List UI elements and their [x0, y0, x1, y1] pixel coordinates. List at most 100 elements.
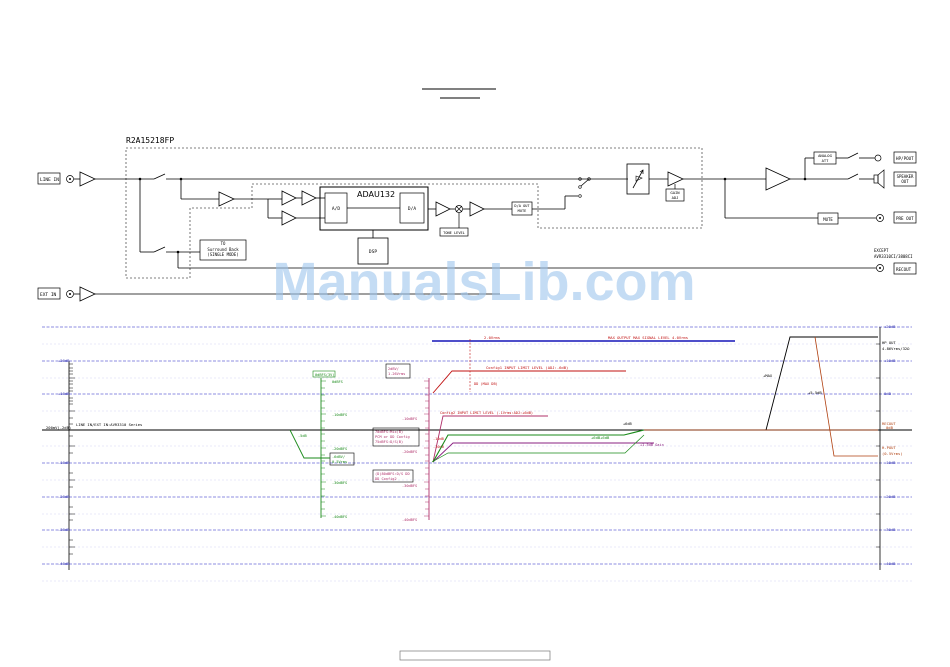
except-line2: AVR3310CI/3808CI	[874, 254, 913, 259]
vol-min: +5.5dB	[808, 390, 822, 395]
hp-note-1: HP OUT	[882, 340, 896, 345]
footer-box	[399, 650, 551, 661]
da-scale-1: -20dBFS	[402, 450, 417, 454]
left-tick-6: -40dB	[58, 561, 70, 566]
tone-level-box	[439, 227, 469, 237]
left-tick-1: +10dB	[58, 391, 70, 396]
post-da-buffer-icon	[435, 201, 451, 217]
post-mix-buffer-icon	[469, 201, 485, 217]
spec-note-2: PCM or DD Config	[375, 435, 410, 439]
pre-out-jack-icon	[876, 214, 884, 222]
da-out-line2: MUTE	[518, 209, 527, 213]
ddplus-note-2: DD Config2	[375, 477, 397, 481]
chip-boundary	[125, 147, 703, 279]
gain-line1: GAIN	[670, 190, 680, 195]
hp-relay-icon	[847, 152, 859, 159]
selector-switch-icon	[580, 178, 590, 187]
sp-line1: SPEAKER	[897, 174, 914, 179]
ad-scale-0: -10dBFS	[332, 413, 347, 417]
da-out-mute-box	[511, 201, 533, 216]
watermark: ManualsLib.com	[272, 252, 695, 312]
gain-adj-box	[665, 188, 685, 202]
pre-out-label: PRE OUT	[896, 216, 914, 221]
pre-note-2: (0.5Vrms)	[882, 451, 903, 456]
gain-line2: ADJ	[672, 195, 679, 200]
tone-mixer-icon	[455, 205, 463, 213]
sub-label: +1.5dB Gain	[640, 443, 664, 447]
amp-c-icon	[301, 190, 317, 206]
right-tick-0: +20dB	[884, 324, 896, 329]
right-tick-2: 0dB	[884, 391, 892, 396]
config2-trace	[432, 415, 548, 463]
max-signal-label: MAX OUTPUT MAX SIGNAL LEVEL 4.0Vrms	[608, 335, 688, 340]
dsp-title: ADAU132	[357, 190, 395, 199]
da-full-2: 1.26Vrms	[388, 372, 405, 376]
pre-note-1: H-POUT	[882, 445, 896, 450]
line-in-buffer-icon	[79, 171, 96, 187]
sp-line2: OUT	[901, 179, 909, 184]
gain-amp-icon	[667, 171, 684, 187]
config1-label: Config1 INPUT LIMIT LEVEL (ADJ:-6dB)	[486, 365, 568, 370]
ddplus-note-1: (D)80dBFS:D/S DD	[375, 472, 410, 476]
left-tick-5: -30dB	[58, 527, 70, 532]
right-tick-4: -20dB	[884, 494, 896, 499]
line-in-note: LINE IN/EXT IN:AVR3310 Series	[76, 422, 142, 427]
surround-back-box	[199, 239, 247, 261]
ad-in-val: -5dB	[298, 434, 307, 438]
input-switch-icon	[153, 173, 166, 180]
da-label: D/A	[408, 206, 416, 212]
right-tick-1: +10dB	[884, 358, 896, 363]
rec-out-jack-icon	[876, 264, 884, 272]
speaker-icon	[873, 174, 879, 184]
ad-scale-2: -30dBFS	[332, 481, 347, 485]
chip-label: R2A15218FP	[126, 136, 174, 145]
hp-out-label: HP/POUT	[896, 156, 914, 161]
ten-db-top: -10dB	[433, 437, 444, 441]
amp-a-icon	[281, 190, 297, 206]
line-in-jack-center	[69, 178, 71, 180]
hp-note-2: 4.86Vrms/32Ω	[882, 346, 910, 351]
ext-in-jack-icon	[66, 290, 74, 298]
ad-scale-3: -40dBFS	[332, 515, 347, 519]
green-lower-trace	[431, 434, 645, 463]
except-line1: EXCEPT	[874, 248, 889, 253]
left-tick-3: -10dB	[58, 460, 70, 465]
da-full-1: 2dBV/	[388, 367, 399, 371]
ten-db-mid: -10dB	[433, 445, 444, 449]
mute-label: MUTE	[823, 217, 833, 222]
speaker-out-box	[893, 171, 917, 187]
att-line2: ATT	[822, 158, 830, 163]
config1-trace	[432, 370, 626, 394]
right-tick-6: -40dB	[884, 561, 896, 566]
ad-in-note-2: 0.5Vrms	[332, 460, 347, 464]
output-trace	[644, 336, 878, 431]
ext-in-buffer-icon	[79, 286, 96, 302]
mute-box	[817, 212, 839, 225]
gain-adj-db: +6dB	[623, 422, 632, 426]
da-output-trace	[432, 442, 654, 463]
left-tick-0: +20dB	[58, 358, 70, 363]
rec-note-1: RECOUT	[882, 421, 896, 426]
dsp-block	[319, 186, 429, 231]
pre-out-box	[893, 211, 917, 224]
power-amp-icon	[765, 167, 791, 191]
sp-relay-icon	[847, 173, 859, 180]
line-in-box	[37, 172, 61, 185]
left-tick-4: -20dB	[58, 494, 70, 499]
ad-input-trace	[289, 429, 330, 459]
dsp-core-label: DSP	[369, 249, 377, 255]
volume-icon	[635, 175, 643, 182]
da-scale-2: -30dBFS	[402, 484, 417, 488]
ref-level: 200mV(-2dB)	[46, 425, 71, 430]
hp-out-box	[893, 151, 917, 164]
pre-out-trace	[814, 336, 878, 457]
amp-b-icon	[281, 210, 297, 226]
rec-out-label: RECOUT	[896, 267, 912, 272]
line-in-jack-icon	[66, 175, 74, 183]
da-scale-0: -10dBFS	[402, 417, 417, 421]
ad-in-note-1: -6dBV/	[332, 455, 345, 459]
sb-line1: TO	[221, 241, 226, 246]
sb-switch-icon	[153, 246, 166, 253]
ext-in-label: EXT IN	[40, 292, 57, 298]
